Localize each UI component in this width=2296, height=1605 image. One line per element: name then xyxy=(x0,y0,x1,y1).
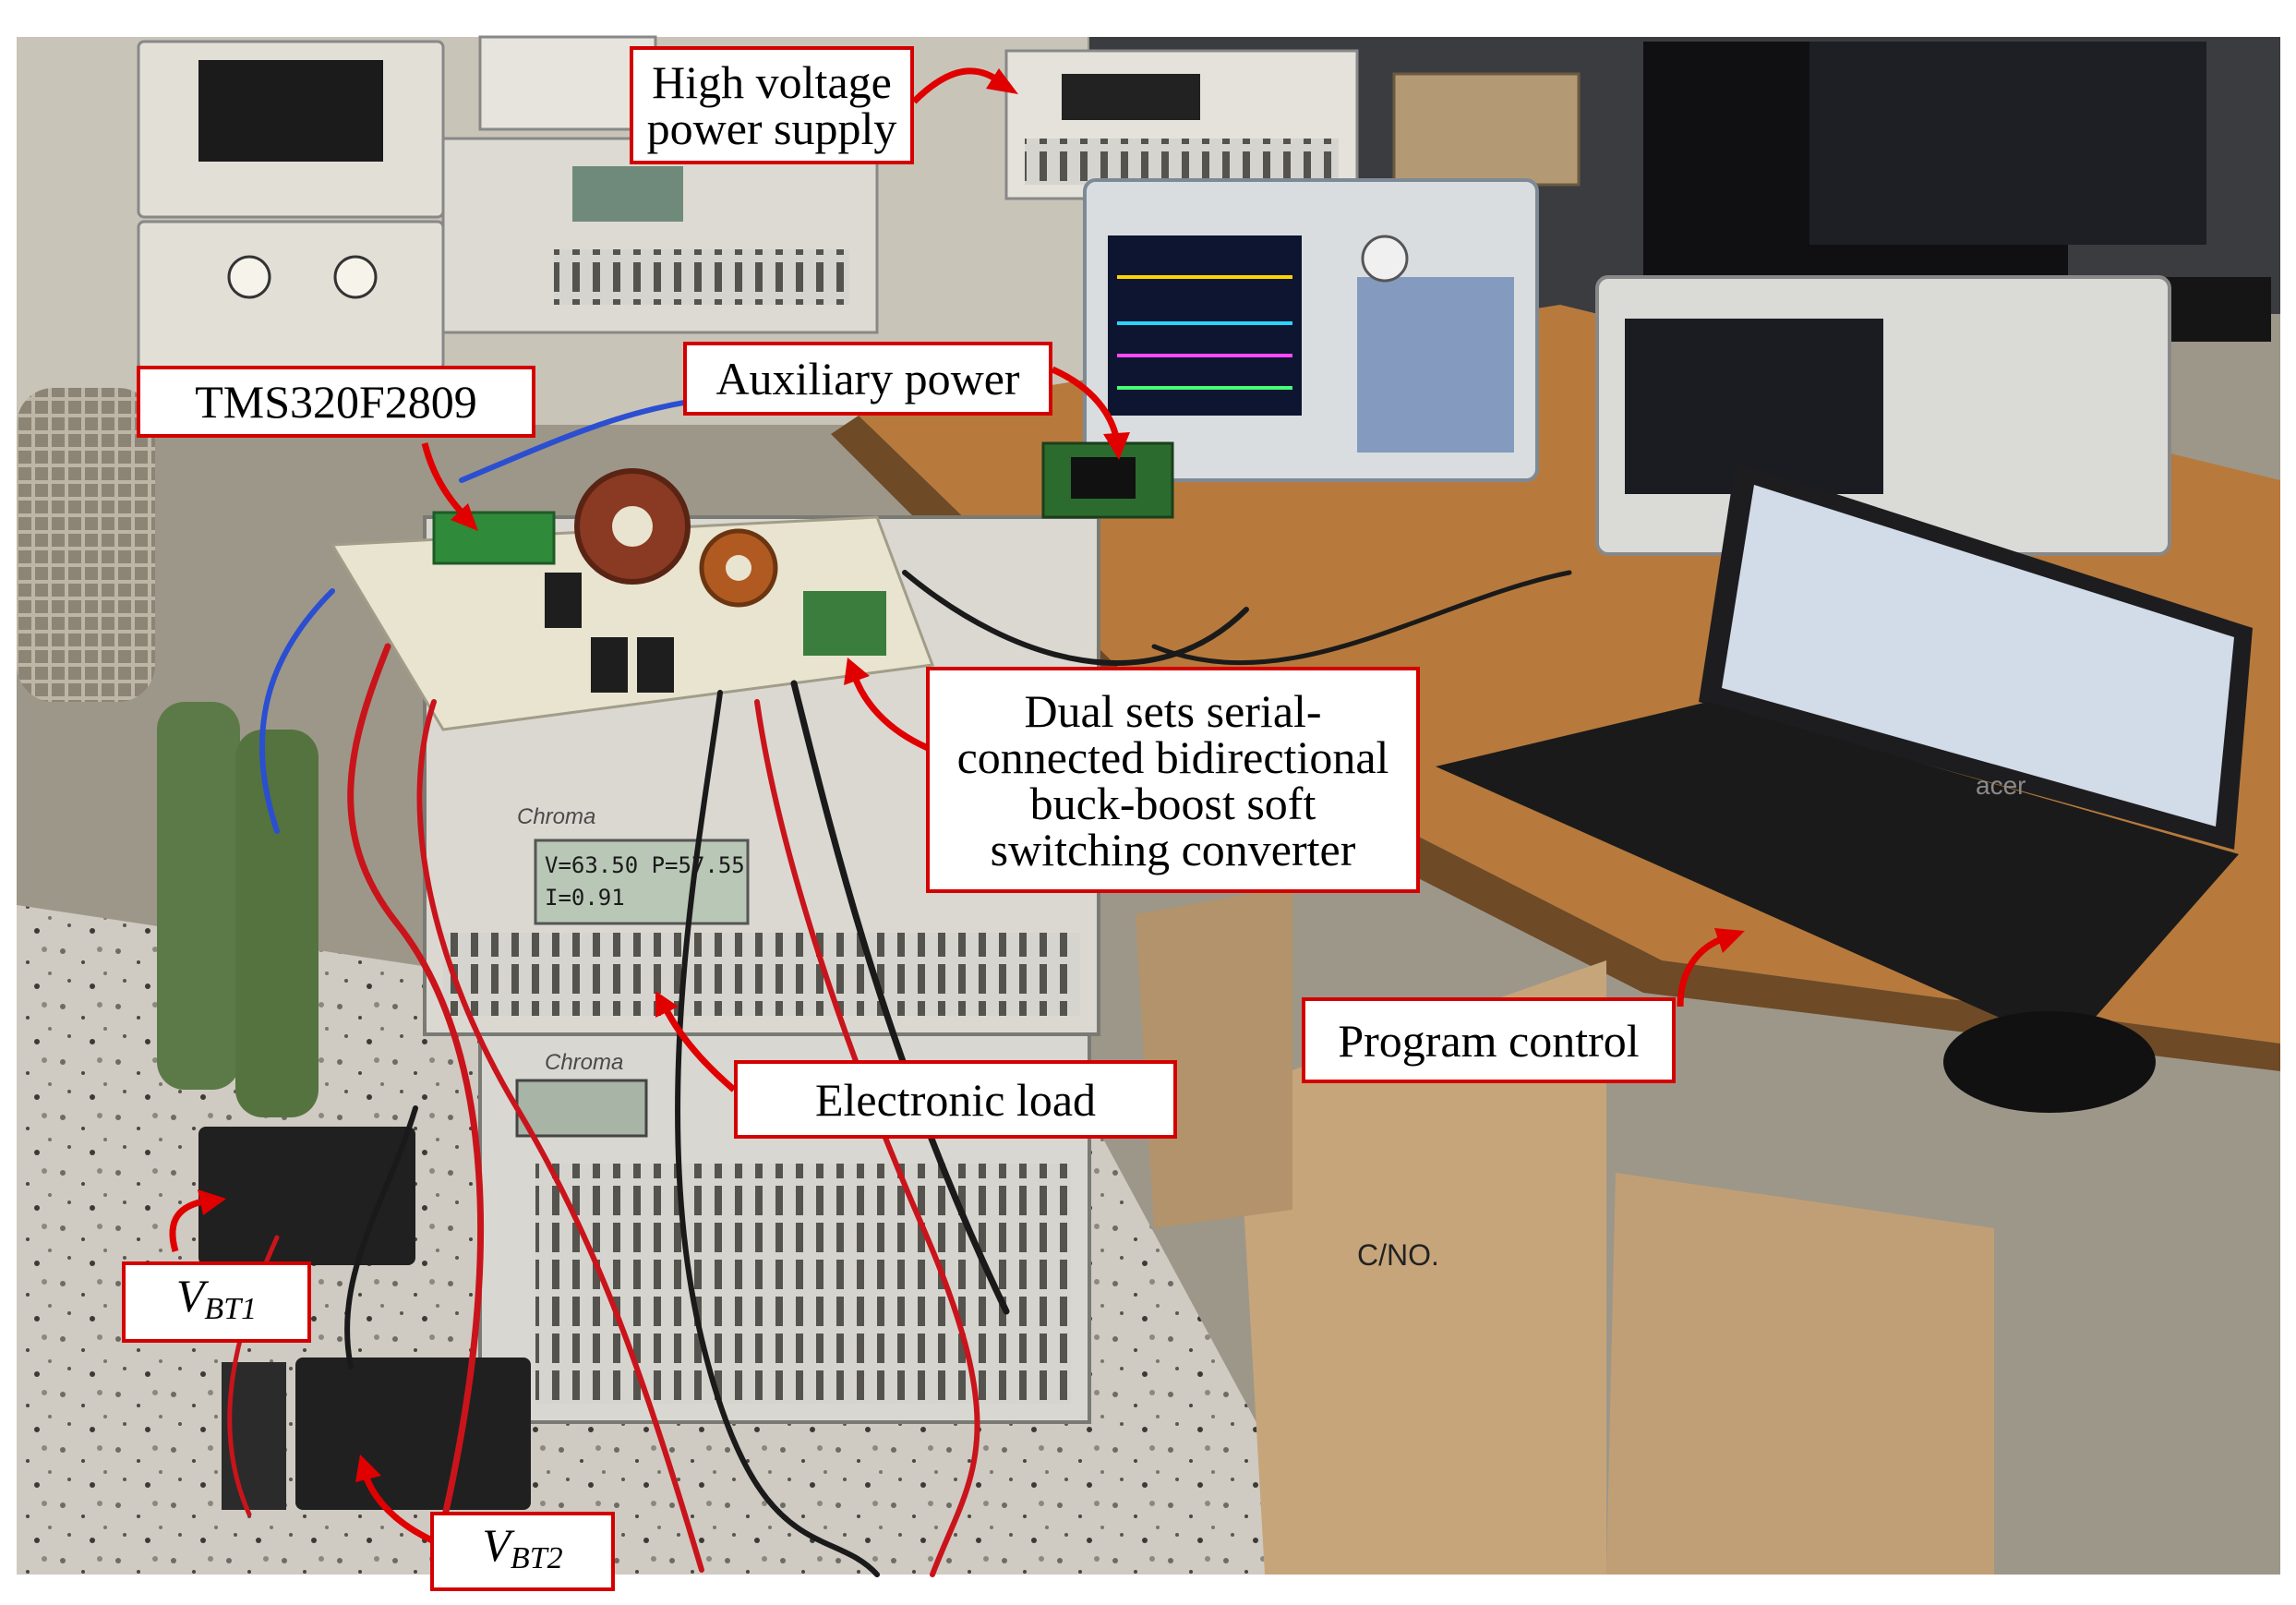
cardboard-box-3 xyxy=(1136,887,1292,1228)
label-high-voltage-power-supply: High voltage power supply xyxy=(630,46,914,164)
brand-chroma-source: Chroma xyxy=(545,1050,623,1075)
label-converter-line3: buck-boost soft xyxy=(1029,777,1316,829)
battery-2 xyxy=(295,1358,531,1510)
label-vbt1: VBT1 xyxy=(122,1261,311,1343)
load-display-line1: V=63.50 P=57.55 xyxy=(545,852,745,878)
label-vbt2: VBT2 xyxy=(430,1512,615,1591)
label-high-voltage-line1: High voltage xyxy=(652,56,892,108)
label-converter-line1: Dual sets serial- xyxy=(1024,684,1322,737)
label-auxiliary-power: Auxiliary power xyxy=(683,342,1052,416)
label-vbt1-main: V xyxy=(175,1269,205,1321)
brand-chroma-load: Chroma xyxy=(517,804,595,829)
converter-board xyxy=(330,515,935,731)
label-converter: Dual sets serial- connected bidirectiona… xyxy=(926,667,1420,893)
label-auxiliary-text: Auxiliary power xyxy=(715,353,1020,404)
box-text: C/NO. xyxy=(1357,1238,1439,1272)
cardboard-box-2 xyxy=(1606,1173,1994,1575)
power-resistor-1 xyxy=(157,702,240,1090)
label-program-control-text: Program control xyxy=(1338,1014,1640,1067)
load-display-line2: I=0.91 xyxy=(545,885,625,911)
cardboard-box-1 xyxy=(1237,960,1606,1575)
label-converter-line2: connected bidirectional xyxy=(956,730,1389,783)
callout-arrows xyxy=(169,67,1745,1544)
label-converter-line4: switching converter xyxy=(990,823,1356,875)
monitor-right xyxy=(1809,42,2206,245)
label-dsp-text: TMS320F2809 xyxy=(195,376,477,428)
label-vbt2-main: V xyxy=(482,1518,511,1571)
mouse xyxy=(1943,1011,2156,1113)
fan xyxy=(17,388,155,702)
label-electronic-load-text: Electronic load xyxy=(814,1073,1097,1126)
label-program-control: Program control xyxy=(1302,997,1676,1083)
label-high-voltage-line2: power supply xyxy=(646,103,897,154)
label-electronic-load: Electronic load xyxy=(734,1060,1177,1139)
power-supply-meters xyxy=(137,220,445,371)
laptop-brand: acer xyxy=(1976,771,2026,800)
label-tms320f2809: TMS320F2809 xyxy=(137,366,535,438)
battery-1 xyxy=(198,1127,415,1265)
label-vbt1-sub: BT1 xyxy=(204,1291,258,1326)
label-vbt2-sub: BT2 xyxy=(510,1540,563,1575)
power-resistor-2 xyxy=(235,730,319,1117)
laptop-base xyxy=(1436,702,2239,1048)
load-display xyxy=(534,839,750,925)
